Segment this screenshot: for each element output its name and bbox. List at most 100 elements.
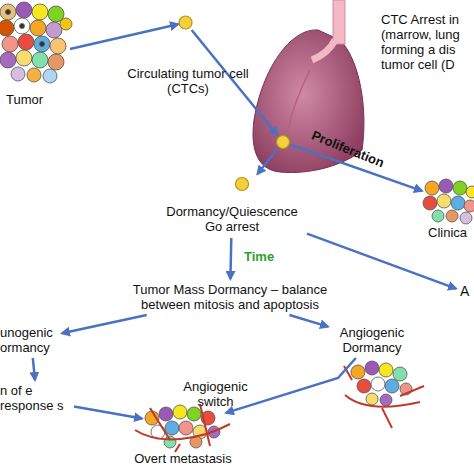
primary-tumor-cluster bbox=[32, 52, 48, 68]
primary-tumor-cluster bbox=[46, 22, 62, 38]
blood-vessel bbox=[345, 395, 420, 407]
primary-tumor-cluster bbox=[60, 18, 72, 30]
clinical-metastasis-cluster bbox=[437, 194, 451, 208]
node-label: Overt metastasis bbox=[113, 451, 253, 466]
primary-tumor-cluster bbox=[32, 4, 48, 20]
overt-metastasis-cluster bbox=[187, 407, 201, 421]
blood-vessel bbox=[135, 424, 230, 439]
clinical-metastasis-cluster bbox=[451, 196, 465, 210]
blood-vessel bbox=[175, 444, 180, 452]
primary-tumor-cluster bbox=[48, 54, 64, 70]
clinical-metastasis-cluster bbox=[439, 179, 453, 193]
primary-tumor-cluster bbox=[43, 69, 57, 83]
node-box: Circulating tumor cell (CTCs) bbox=[178, 15, 193, 30]
primary-tumor-cluster bbox=[6, 10, 11, 15]
lung-illustration bbox=[333, 0, 345, 44]
overt-metastasis-cluster bbox=[173, 405, 187, 419]
node-label: unogenic ormancy bbox=[0, 325, 62, 355]
node-box: Angiogenic Dormancy bbox=[328, 322, 416, 358]
primary-tumor-cluster bbox=[34, 36, 50, 52]
flow-arrow bbox=[62, 315, 147, 333]
angiogenic-cluster bbox=[351, 361, 412, 406]
overt-metastasis-cluster bbox=[165, 421, 179, 435]
blood-vessel bbox=[382, 408, 392, 428]
clinical-metastasis-cluster bbox=[432, 210, 444, 222]
node-label: Circulating tumor cell (CTCs) bbox=[113, 66, 263, 96]
primary-tumor-cluster bbox=[18, 34, 34, 50]
angiogenic-cluster bbox=[385, 379, 399, 393]
yellow-tumor-cell bbox=[179, 16, 192, 29]
overt-metastasis-cluster bbox=[159, 407, 173, 421]
primary-tumor-cluster bbox=[27, 68, 41, 82]
primary-tumor-cluster bbox=[0, 4, 16, 20]
clinical-metastasis-cluster bbox=[466, 186, 474, 198]
angiogenic-cluster bbox=[379, 363, 393, 377]
flow-arrow bbox=[33, 358, 35, 380]
node-box: Overt metastasis bbox=[142, 405, 226, 447]
angiogenic-cluster bbox=[365, 361, 379, 375]
angiogenic-cluster bbox=[366, 393, 378, 405]
clinical-metastasis-cluster bbox=[460, 212, 472, 224]
primary-tumor-cluster bbox=[50, 38, 66, 54]
flow-arrow bbox=[229, 238, 232, 279]
flow-arrow bbox=[70, 24, 178, 49]
primary-tumor-cluster bbox=[0, 20, 14, 36]
overt-metastasis-cluster bbox=[145, 405, 220, 448]
node-label: Dormancy/Quiescence Go arrest bbox=[161, 204, 303, 234]
node-box: Dormancy/Quiescence Go arrest bbox=[157, 174, 307, 238]
angiogenic-cluster bbox=[393, 367, 407, 381]
blood-vessel bbox=[200, 404, 210, 446]
node-box: Clinica bbox=[422, 178, 474, 222]
node-label: CTC Arrest in (marrow, lung forming a di… bbox=[381, 12, 474, 72]
primary-tumor-cluster bbox=[40, 42, 45, 47]
edge-label: Proliferation bbox=[310, 128, 387, 171]
blood-vessel bbox=[400, 386, 424, 396]
primary-tumor-cluster bbox=[11, 67, 25, 81]
primary-tumor-cluster bbox=[0, 52, 16, 68]
lung-illustration bbox=[288, 70, 310, 130]
angiogenic-cluster bbox=[371, 377, 385, 391]
node-label: n of e response s bbox=[0, 383, 74, 413]
edge-label: Time bbox=[244, 249, 274, 264]
clinical-metastasis-cluster bbox=[423, 196, 437, 210]
primary-tumor-cluster bbox=[20, 24, 25, 29]
primary-tumor-cluster bbox=[16, 50, 32, 66]
blood-vessel bbox=[150, 408, 170, 440]
clinical-metastasis-cluster bbox=[453, 181, 467, 195]
flow-arrow bbox=[258, 149, 278, 174]
blood-vessel bbox=[135, 404, 230, 452]
angiogenic-cluster bbox=[344, 361, 424, 428]
primary-tumor-cluster bbox=[16, 2, 32, 18]
flow-arrow bbox=[307, 234, 456, 289]
lung-illustration bbox=[312, 40, 335, 60]
node-label: A bbox=[460, 284, 474, 299]
blood-vessel bbox=[344, 366, 424, 428]
overt-metastasis-cluster bbox=[135, 404, 230, 452]
clinical-metastasis-cluster bbox=[423, 179, 474, 224]
clinical-metastasis-cluster bbox=[425, 181, 439, 195]
edge-label: Angiogenic switch bbox=[178, 379, 253, 409]
yellow-tumor-cell bbox=[179, 16, 290, 191]
node-box: CTC Arrest in (marrow, lung forming a di… bbox=[276, 135, 290, 149]
angiogenic-cluster bbox=[351, 365, 365, 379]
angiogenic-cluster bbox=[380, 394, 392, 406]
node-label: Angiogenic Dormancy bbox=[328, 325, 416, 355]
flow-arrow bbox=[289, 315, 328, 327]
primary-tumor-cluster bbox=[0, 2, 72, 83]
yellow-tumor-cell bbox=[236, 178, 249, 191]
node-box: n of e response s bbox=[0, 380, 74, 420]
angiogenic-cluster bbox=[357, 379, 371, 393]
primary-tumor-cluster bbox=[30, 20, 46, 36]
clinical-metastasis-cluster bbox=[446, 210, 458, 222]
node-label: Clinica bbox=[428, 225, 474, 240]
clinical-metastasis-cluster bbox=[464, 200, 474, 212]
node-label: Tumor bbox=[6, 92, 66, 107]
primary-tumor-cluster bbox=[2, 36, 18, 52]
overt-metastasis-cluster bbox=[164, 436, 176, 448]
overt-metastasis-cluster bbox=[179, 421, 193, 435]
node-box: unogenic ormancy bbox=[0, 322, 62, 358]
node-box: Tumor Mass Dormancy – balance between mi… bbox=[125, 279, 335, 315]
